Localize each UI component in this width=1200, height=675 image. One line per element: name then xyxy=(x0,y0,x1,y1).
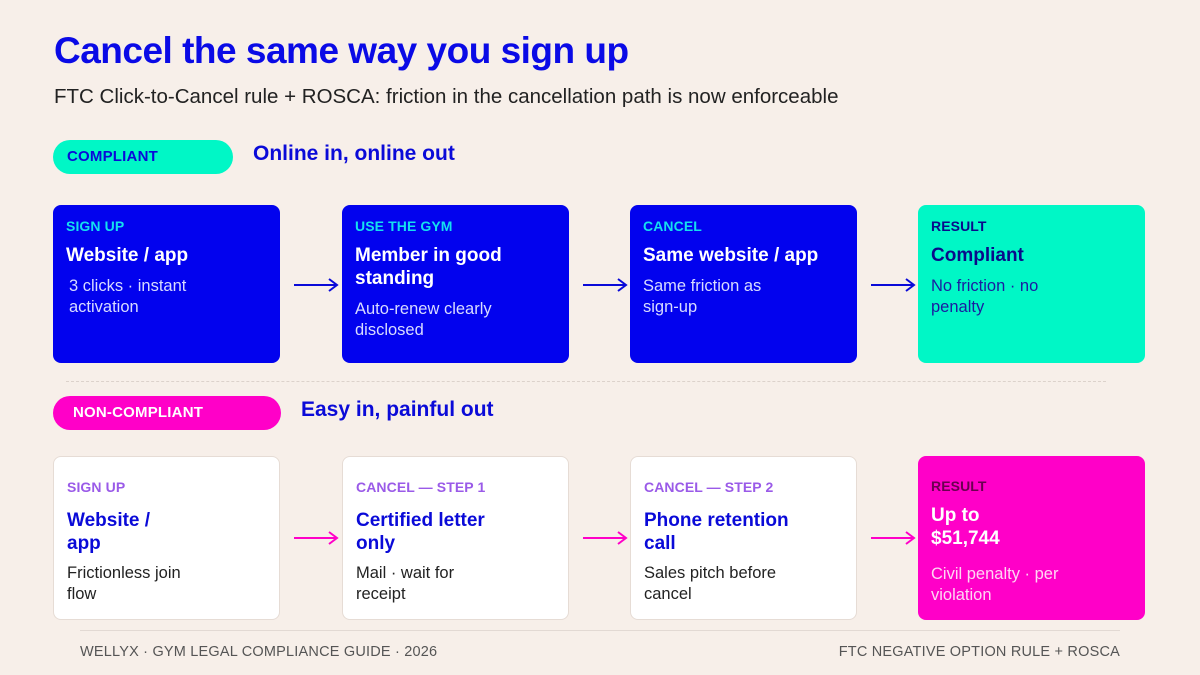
compliant-section-label: Online in, online out xyxy=(253,142,455,165)
step-description: Same friction as sign-up xyxy=(643,277,762,316)
compliant-step-signup: SIGN UP Website / app 3 clicks · instant… xyxy=(53,205,280,363)
noncompliant-result: RESULT Up to $51,744 Civil penalty · per… xyxy=(918,456,1145,620)
arrow-right-icon xyxy=(294,531,339,545)
noncompliant-step-cancel-1: CANCEL — STEP 1 Certified letter only Ma… xyxy=(342,456,569,620)
footer-divider xyxy=(80,630,1120,631)
noncompliant-section-label: Easy in, painful out xyxy=(301,398,494,421)
step-heading: Compliant xyxy=(931,245,1024,266)
noncompliant-badge: NON-COMPLIANT xyxy=(53,396,281,430)
step-description: No friction · no penalty xyxy=(931,277,1039,316)
step-heading: Website / app xyxy=(66,245,189,266)
step-kicker: RESULT xyxy=(931,218,987,234)
arrow-right-icon xyxy=(294,278,339,292)
step-kicker: RESULT xyxy=(931,478,987,494)
step-heading: Website / app xyxy=(67,510,151,554)
step-kicker: CANCEL — STEP 1 xyxy=(356,479,486,495)
section-divider xyxy=(66,381,1106,382)
step-kicker: USE THE GYM xyxy=(355,218,453,234)
footer-source: WELLYX · GYM LEGAL COMPLIANCE GUIDE · 20… xyxy=(80,644,438,660)
step-heading: Member in good standing xyxy=(355,245,502,289)
arrow-right-icon xyxy=(583,531,628,545)
step-description: Auto-renew clearly disclosed xyxy=(355,300,492,339)
step-heading: Phone retention call xyxy=(644,510,789,554)
step-description: Frictionless join flow xyxy=(67,564,181,603)
arrow-right-icon xyxy=(583,278,628,292)
page-title: Cancel the same way you sign up xyxy=(54,30,629,71)
page-subtitle: FTC Click-to-Cancel rule + ROSCA: fricti… xyxy=(54,85,839,108)
noncompliant-step-signup: SIGN UP Website / app Frictionless join … xyxy=(53,456,280,620)
step-kicker: CANCEL — STEP 2 xyxy=(644,479,774,495)
footer-regulation: FTC NEGATIVE OPTION RULE + ROSCA xyxy=(838,644,1120,660)
compliant-result: RESULT Compliant No friction · no penalt… xyxy=(918,205,1145,363)
penalty-amount: Up to $51,744 xyxy=(931,505,1000,549)
arrow-right-icon xyxy=(871,278,916,292)
step-description: Sales pitch before cancel xyxy=(644,564,777,603)
step-description: Civil penalty · per violation xyxy=(931,565,1059,604)
step-kicker: SIGN UP xyxy=(67,479,126,495)
step-description: Mail · wait for receipt xyxy=(356,564,455,603)
step-heading: Certified letter only xyxy=(356,510,485,554)
compliant-badge: COMPLIANT xyxy=(53,140,233,174)
step-heading: Same website / app xyxy=(643,245,819,266)
compliant-step-cancel: CANCEL Same website / app Same friction … xyxy=(630,205,857,363)
step-kicker: CANCEL xyxy=(643,218,702,234)
step-kicker: SIGN UP xyxy=(66,218,125,234)
compliant-step-use-gym: USE THE GYM Member in good standing Auto… xyxy=(342,205,569,363)
step-description: 3 clicks · instant activation xyxy=(69,277,187,316)
arrow-right-icon xyxy=(871,531,916,545)
noncompliant-step-cancel-2: CANCEL — STEP 2 Phone retention call Sal… xyxy=(630,456,857,620)
